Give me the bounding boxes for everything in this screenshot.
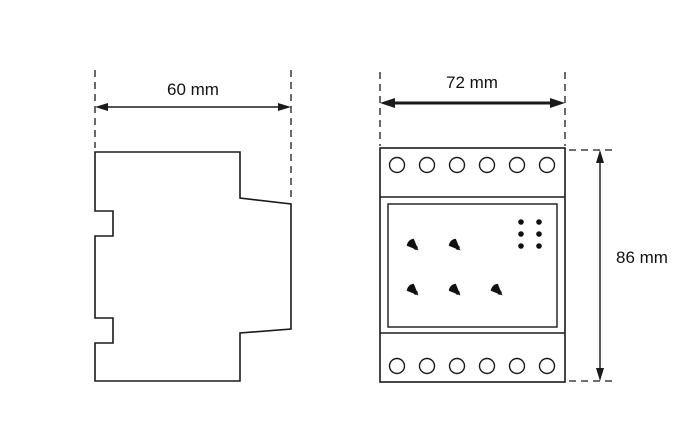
bottom-terminal-row <box>388 357 556 375</box>
screw-terminal-circle <box>388 357 406 375</box>
indicator-icons <box>406 238 503 296</box>
arrow-left-icon <box>380 98 395 108</box>
arrow-up-icon <box>596 150 604 163</box>
connector-dot <box>518 219 524 225</box>
screw-terminal-circle <box>508 156 526 174</box>
arrow-left-icon <box>95 103 108 111</box>
module-body-outline <box>379 147 566 383</box>
side-profile-outline <box>94 151 292 382</box>
screw-terminal-circle <box>478 357 496 375</box>
screw-terminal-circle <box>478 156 496 174</box>
screw-terminal-circle <box>418 357 436 375</box>
connector-dot <box>518 243 524 249</box>
front-panel-outline <box>387 203 558 328</box>
connector-dot <box>536 243 542 249</box>
screw-terminal-circle <box>508 357 526 375</box>
screw-terminal-circle <box>538 357 556 375</box>
arrow-down-icon <box>596 368 604 381</box>
screw-terminal-circle <box>418 156 436 174</box>
screw-terminal-circle <box>448 156 466 174</box>
screw-terminal-circle <box>538 156 556 174</box>
connector-dot-grid <box>518 219 542 249</box>
connector-dot <box>536 231 542 237</box>
screw-terminal-circle <box>448 357 466 375</box>
side-width-label: 60 mm <box>167 80 219 99</box>
led-indicator-icon <box>448 283 461 296</box>
connector-dot <box>518 231 524 237</box>
front-view: 72 mm <box>379 72 668 383</box>
side-view: 60 mm <box>94 70 292 382</box>
led-indicator-icon <box>448 238 461 251</box>
front-width-label: 72 mm <box>446 73 498 92</box>
led-indicator-icon <box>490 283 503 296</box>
arrow-right-icon <box>550 98 565 108</box>
screw-terminal-circle <box>388 156 406 174</box>
arrow-right-icon <box>278 103 291 111</box>
top-terminal-row <box>388 156 556 174</box>
led-indicator-icon <box>406 283 419 296</box>
led-indicator-icon <box>406 238 419 251</box>
connector-dot <box>536 219 542 225</box>
front-height-label: 86 mm <box>616 248 668 267</box>
